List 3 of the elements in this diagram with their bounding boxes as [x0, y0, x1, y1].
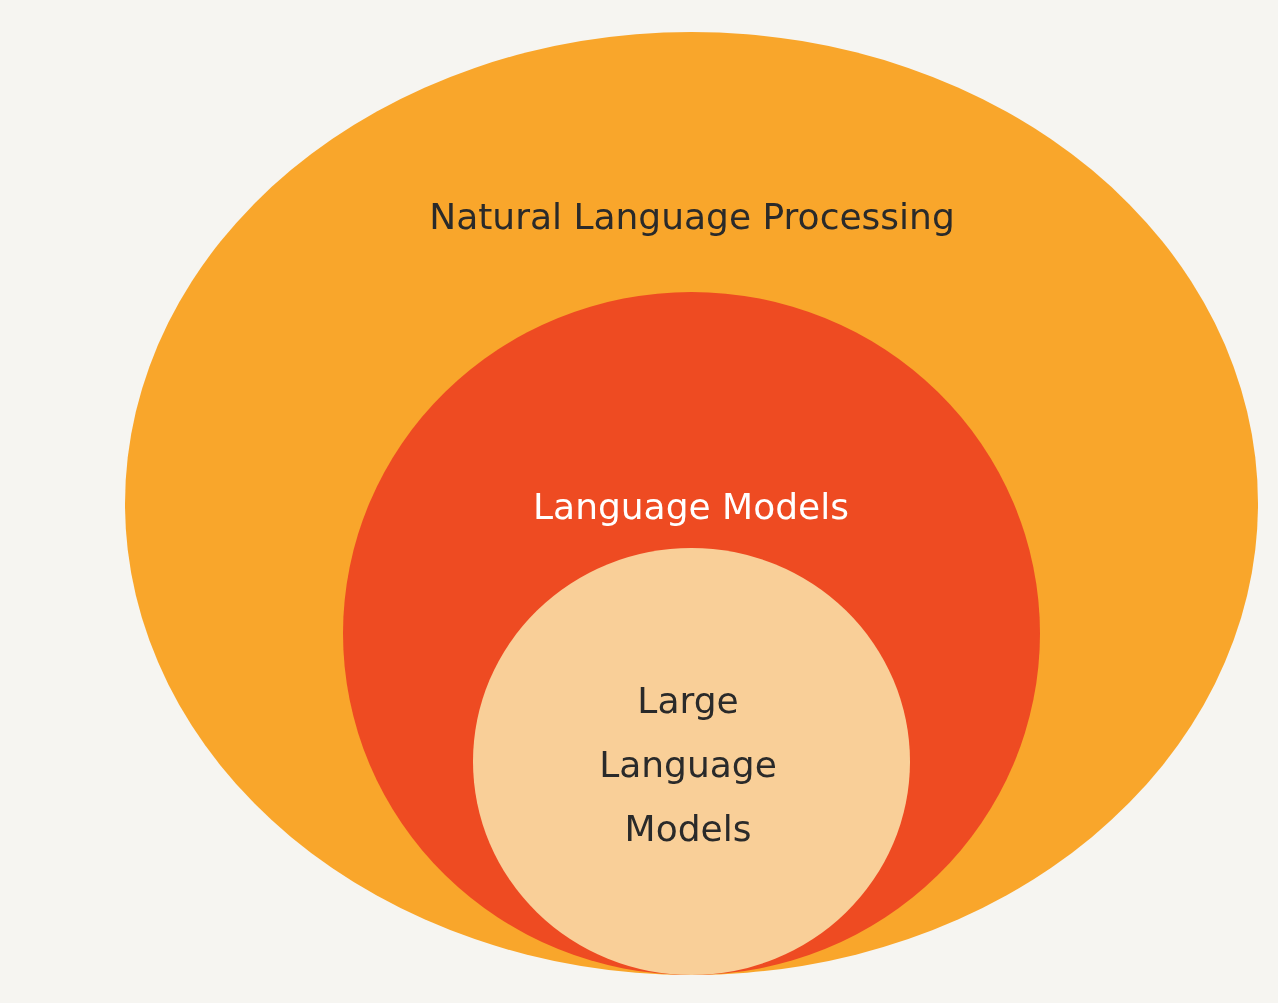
set-label: Natural Language Processing	[428, 195, 956, 239]
set-label: Large Language Models	[598, 679, 778, 851]
set-label: Language Models	[532, 485, 850, 529]
